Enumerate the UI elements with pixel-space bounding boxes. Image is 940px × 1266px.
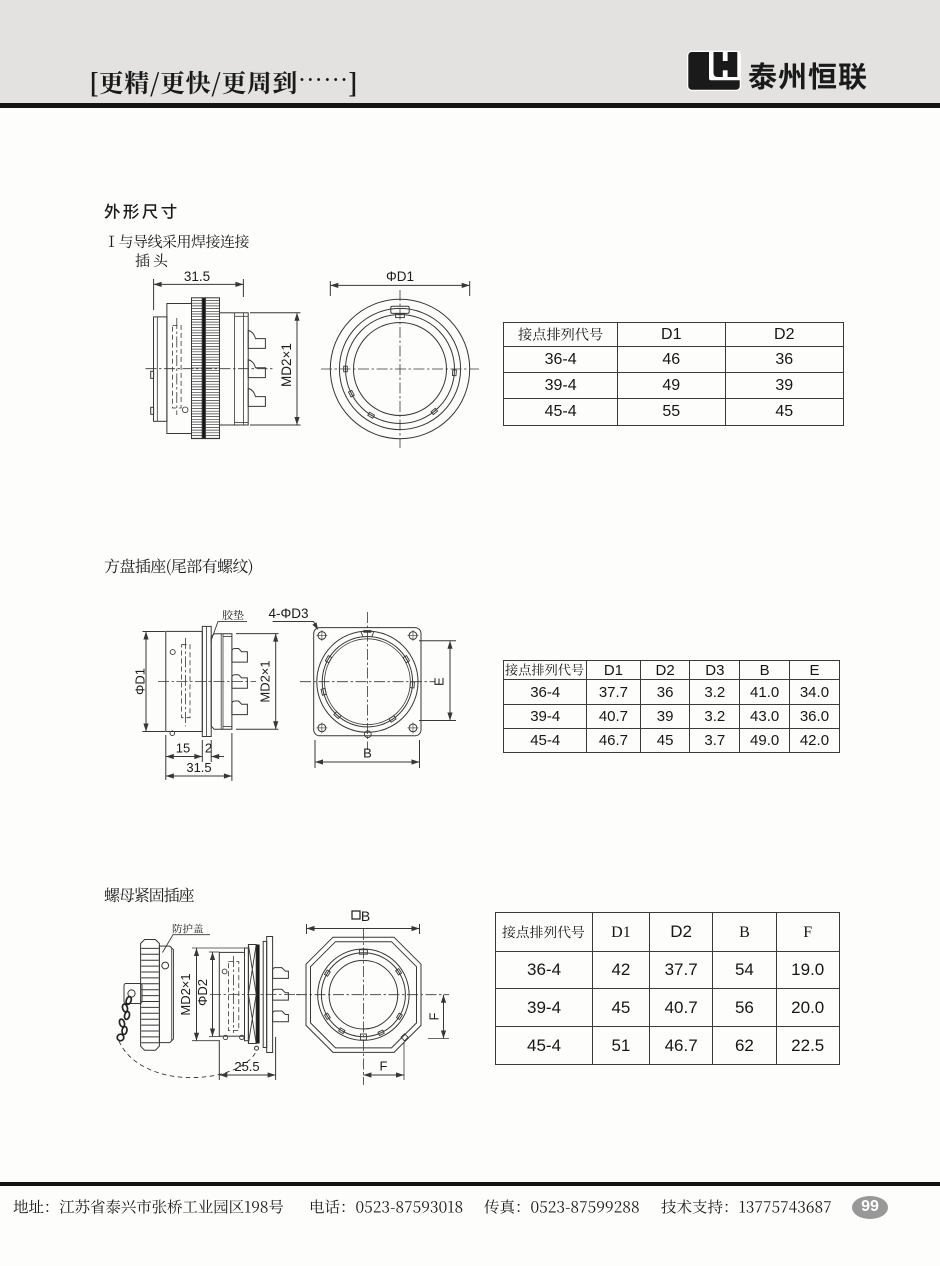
svg-text:MD2×1: MD2×1 [178, 973, 193, 1015]
svg-text:31.5: 31.5 [186, 760, 211, 775]
svg-text:F: F [427, 1012, 442, 1020]
svg-text:15: 15 [176, 741, 190, 756]
svg-text:B: B [361, 908, 370, 924]
svg-text:25.5: 25.5 [234, 1059, 259, 1074]
svg-text:F: F [380, 1059, 388, 1074]
svg-text:B: B [363, 746, 372, 761]
svg-text:ΦD1: ΦD1 [386, 269, 414, 284]
svg-text:ΦD2: ΦD2 [195, 979, 210, 1006]
svg-text:2: 2 [205, 741, 212, 756]
svg-text:MD2×1: MD2×1 [279, 343, 294, 387]
svg-text:31.5: 31.5 [184, 269, 210, 284]
svg-text:4-ΦD3: 4-ΦD3 [269, 606, 309, 621]
svg-text:MD2×1: MD2×1 [258, 660, 273, 702]
svg-text:E: E [432, 677, 447, 686]
svg-text:ΦD1: ΦD1 [133, 668, 148, 695]
